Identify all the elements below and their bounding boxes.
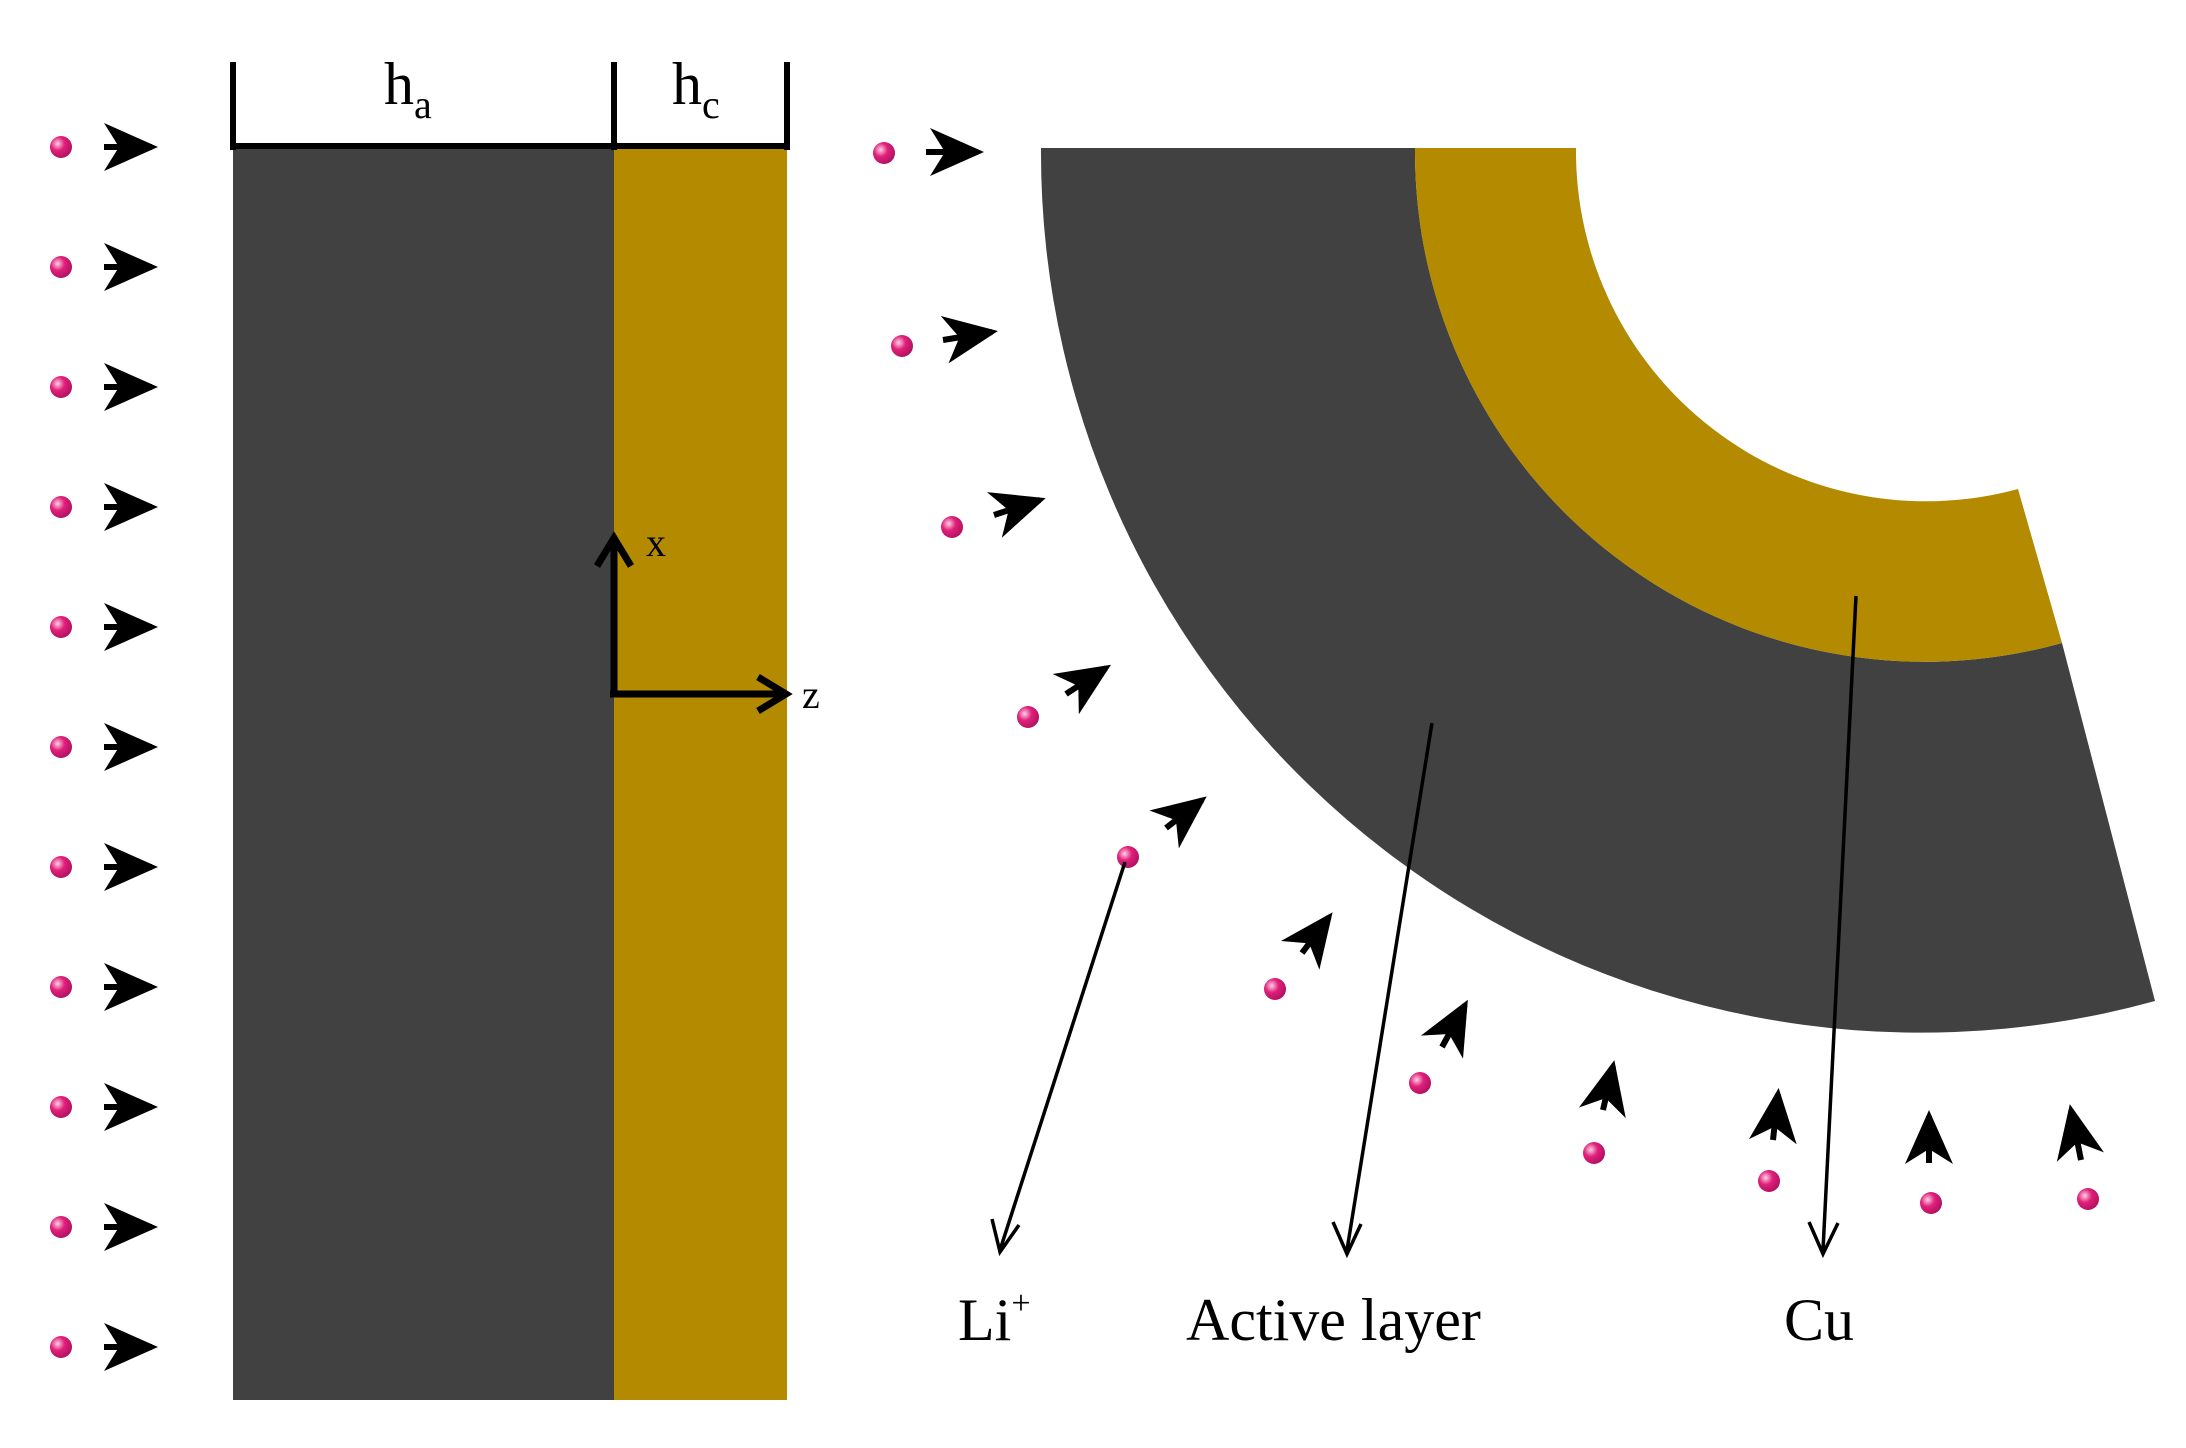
li-ion-flux-arrow xyxy=(1578,1060,1626,1119)
li-ion-dot xyxy=(50,736,72,758)
li-ion-dot xyxy=(50,1336,72,1358)
li-ion-dot xyxy=(50,496,72,518)
li-ion-dot xyxy=(1264,978,1286,1000)
li-ion-dot xyxy=(50,376,72,398)
li-ion-dot xyxy=(50,256,72,278)
li-ion-dot xyxy=(1583,1142,1605,1164)
li-ion-flux-arrow xyxy=(2056,1104,2104,1162)
li-ion-dot xyxy=(50,856,72,878)
flat-cu-layer xyxy=(614,148,787,1400)
li-ion-dot xyxy=(50,1096,72,1118)
label-h-c: hc xyxy=(672,51,720,127)
li-ion-dot xyxy=(2077,1188,2099,1210)
label-li-ion: Li+ xyxy=(958,1285,1031,1353)
curved-cu-layer xyxy=(1414,148,2062,662)
li-ion-dot xyxy=(1409,1072,1431,1094)
li-ion-dot xyxy=(50,616,72,638)
leader-active-layer xyxy=(1345,722,1434,1251)
label-active-layer: Active layer xyxy=(1186,1287,1481,1353)
left-li-ions xyxy=(50,123,158,1371)
li-ion-flux-arrow xyxy=(1748,1088,1797,1145)
li-ion-dot xyxy=(50,136,72,158)
curved-active-layer xyxy=(1040,148,2155,1033)
li-ion-dot xyxy=(50,1216,72,1238)
label-axis-z: z xyxy=(802,672,820,717)
label-cu: Cu xyxy=(1784,1287,1854,1353)
flat-active-layer xyxy=(233,148,614,1400)
leader-li-ion xyxy=(998,861,1127,1251)
flat-electrode xyxy=(233,148,787,1400)
curved-electrode xyxy=(1040,148,2155,1033)
li-ion-dot xyxy=(50,976,72,998)
label-axis-x: x xyxy=(646,520,666,565)
label-h-a: ha xyxy=(384,51,432,127)
li-ion-dot xyxy=(891,335,913,357)
li-ion-flux-arrow xyxy=(1052,664,1112,715)
li-ion-dot xyxy=(1117,846,1139,868)
li-ion-dot xyxy=(1758,1170,1780,1192)
coordinate-axes xyxy=(594,531,793,714)
li-ion-flux-arrow xyxy=(1149,796,1207,849)
li-ion-flux-arrow xyxy=(986,492,1046,538)
curved-li-ions xyxy=(873,128,2104,1214)
li-ion-dot xyxy=(941,516,963,538)
thickness-brackets xyxy=(230,62,790,150)
li-ion-dot xyxy=(1017,706,1039,728)
li-ion-dot xyxy=(873,142,895,164)
li-ion-flux-arrow xyxy=(1420,999,1468,1059)
leader-cu xyxy=(1821,595,1858,1251)
li-ion-flux-arrow xyxy=(940,316,998,364)
li-ion-flux-arrow xyxy=(1281,912,1333,970)
li-ion-dot xyxy=(1920,1192,1942,1214)
leader-lines xyxy=(990,595,1858,1259)
